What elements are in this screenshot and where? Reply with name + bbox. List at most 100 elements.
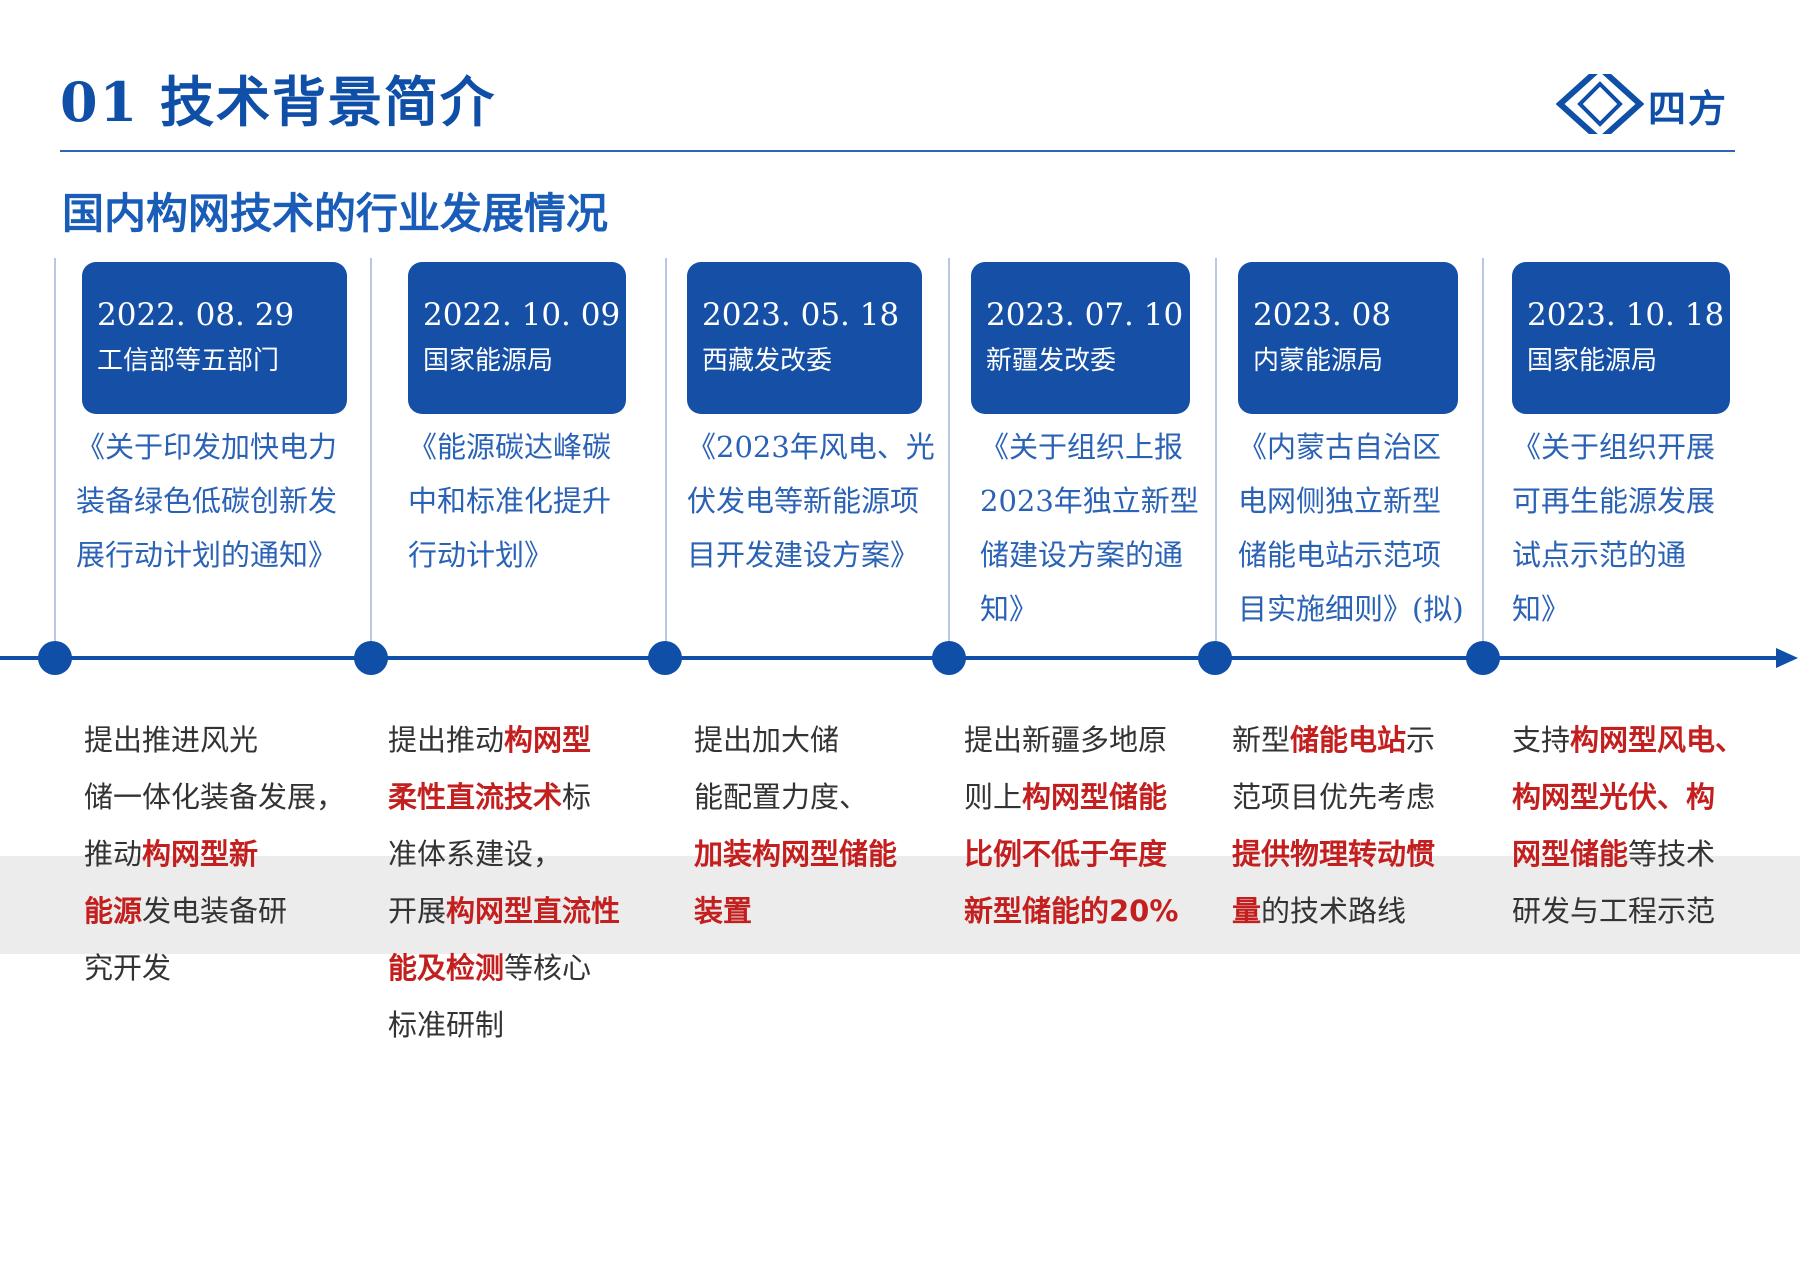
- description-text: 究开发: [84, 951, 172, 985]
- highlighted-text: 新型储能的20%: [964, 894, 1179, 928]
- description-line: 量的技术路线: [1232, 883, 1472, 940]
- timeline-guide-line: [54, 258, 56, 658]
- description-text: 提出推动: [388, 723, 505, 757]
- timeline-dot: [648, 641, 682, 675]
- timeline-dot: [932, 641, 966, 675]
- timeline-axis: [0, 656, 1780, 660]
- event-card: 2023. 07. 10 新疆发改委: [971, 262, 1190, 414]
- highlighted-text: 能源: [84, 894, 143, 928]
- document-line: 2023年独立新型: [980, 484, 1199, 518]
- description-text: 范项目优先考虑: [1232, 780, 1436, 814]
- event-document: 《能源碳达峰碳 中和标准化提升 行动计划》: [408, 420, 648, 582]
- event-date: 2023. 10. 18: [1527, 297, 1725, 333]
- description-text: 的技术路线: [1261, 894, 1407, 928]
- event-document: 《关于组织上报 2023年独立新型 储建设方案的通 知》: [980, 420, 1205, 636]
- document-line: 装备绿色低碳创新发: [76, 484, 338, 518]
- description-text: 研发与工程示范: [1512, 894, 1716, 928]
- event-organization: 国家能源局: [423, 346, 554, 376]
- event-description: 提出新疆多地原则上构网型储能比例不低于年度新型储能的20%: [964, 712, 1199, 940]
- highlighted-text: 构网型新: [142, 837, 259, 871]
- timeline-dot: [354, 641, 388, 675]
- document-line: 目实施细则》(拟): [1238, 592, 1464, 626]
- event-description: 新型储能电站示范项目优先考虑提供物理转动惯量的技术路线: [1232, 712, 1472, 940]
- document-line: 《关于组织上报: [980, 430, 1184, 464]
- description-text: 示: [1406, 723, 1436, 757]
- description-line: 柔性直流技术标: [388, 769, 638, 826]
- event-date: 2023. 07. 10: [986, 297, 1184, 333]
- description-text: 则上: [964, 780, 1023, 814]
- description-line: 构网型光伏、构: [1512, 769, 1762, 826]
- description-text: 开展: [388, 894, 447, 928]
- timeline-dot: [1198, 641, 1232, 675]
- description-line: 新型储能电站示: [1232, 712, 1472, 769]
- event-date: 2023. 08: [1253, 297, 1392, 333]
- event-description: 提出推进风光储一体化装备发展，推动构网型新能源发电装备研究开发: [84, 712, 354, 997]
- description-line: 推动构网型新: [84, 826, 354, 883]
- description-line: 装置: [694, 883, 934, 940]
- event-description: 提出推动构网型柔性直流技术标准体系建设，开展构网型直流性能及检测等核心标准研制: [388, 712, 638, 1054]
- highlighted-text: 构网型直流性: [446, 894, 621, 928]
- highlighted-text: 量: [1232, 894, 1262, 928]
- event-card: 2023. 05. 18 西藏发改委: [687, 262, 922, 414]
- event-organization: 工信部等五部门: [97, 346, 280, 376]
- description-line: 提出推动构网型: [388, 712, 638, 769]
- timeline-guide-line: [665, 258, 667, 658]
- document-line: 《内蒙古自治区: [1238, 430, 1442, 464]
- description-text: 等核心: [504, 951, 592, 985]
- event-date: 2023. 05. 18: [702, 297, 900, 333]
- description-line: 开展构网型直流性: [388, 883, 638, 940]
- event-description: 支持构网型风电、构网型光伏、构网型储能等技术研发与工程示范: [1512, 712, 1762, 940]
- description-text: 能配置力度、: [694, 780, 869, 814]
- document-line: 储建设方案的通: [980, 538, 1184, 572]
- event-date: 2022. 10. 09: [423, 297, 621, 333]
- highlighted-text: 加装构网型储能: [694, 837, 898, 871]
- timeline-guide-line: [370, 258, 372, 658]
- description-text: 准体系建设，: [388, 837, 563, 871]
- highlighted-text: 储能电站: [1290, 723, 1407, 757]
- highlighted-text: 比例不低于年度: [964, 837, 1168, 871]
- description-line: 标准研制: [388, 997, 638, 1054]
- highlighted-text: 网型储能: [1512, 837, 1629, 871]
- company-logo: 四方: [1556, 64, 1736, 144]
- description-line: 储一体化装备发展，: [84, 769, 354, 826]
- event-organization: 国家能源局: [1527, 346, 1658, 376]
- highlighted-text: 提供物理转动惯: [1232, 837, 1436, 871]
- description-line: 研发与工程示范: [1512, 883, 1762, 940]
- highlighted-text: 构网型储能: [1022, 780, 1168, 814]
- document-line: 《关于组织开展: [1512, 430, 1716, 464]
- highlighted-text: 构网型: [504, 723, 592, 757]
- event-card: 2023. 08 内蒙能源局: [1238, 262, 1458, 414]
- document-line: 展行动计划的通知》: [76, 538, 338, 572]
- description-line: 范项目优先考虑: [1232, 769, 1472, 826]
- document-line: 电网侧独立新型: [1238, 484, 1442, 518]
- description-text: 新型: [1232, 723, 1291, 757]
- description-line: 能配置力度、: [694, 769, 934, 826]
- event-document: 《2023年风电、光 伏发电等新能源项 目开发建设方案》: [687, 420, 937, 582]
- document-line: 中和标准化提升: [408, 484, 612, 518]
- description-line: 提出加大储: [694, 712, 934, 769]
- event-card: 2022. 10. 09 国家能源局: [408, 262, 626, 414]
- description-line: 准体系建设，: [388, 826, 638, 883]
- description-line: 则上构网型储能: [964, 769, 1199, 826]
- description-line: 支持构网型风电、: [1512, 712, 1762, 769]
- description-line: 究开发: [84, 940, 354, 997]
- event-organization: 新疆发改委: [986, 346, 1117, 376]
- timeline-guide-line: [1482, 258, 1484, 658]
- description-text: 发电装备研: [142, 894, 288, 928]
- logo-text: 四方: [1648, 87, 1729, 131]
- event-date: 2022. 08. 29: [97, 297, 295, 333]
- description-text: 等技术: [1628, 837, 1716, 871]
- event-card: 2023. 10. 18 国家能源局: [1512, 262, 1730, 414]
- event-organization: 西藏发改委: [702, 346, 833, 376]
- description-line: 能及检测等核心: [388, 940, 638, 997]
- highlighted-text: 构网型风电、: [1570, 723, 1745, 757]
- description-line: 提出新疆多地原: [964, 712, 1199, 769]
- title-divider: [60, 150, 1735, 152]
- document-line: 伏发电等新能源项: [687, 484, 920, 518]
- description-text: 提出新疆多地原: [964, 723, 1168, 757]
- description-text: 标: [562, 780, 592, 814]
- document-line: 知》: [980, 592, 1039, 626]
- timeline-dot: [1466, 641, 1500, 675]
- document-line: 目开发建设方案》: [687, 538, 920, 572]
- event-document: 《关于印发加快电力 装备绿色低碳创新发 展行动计划的通知》: [76, 420, 356, 582]
